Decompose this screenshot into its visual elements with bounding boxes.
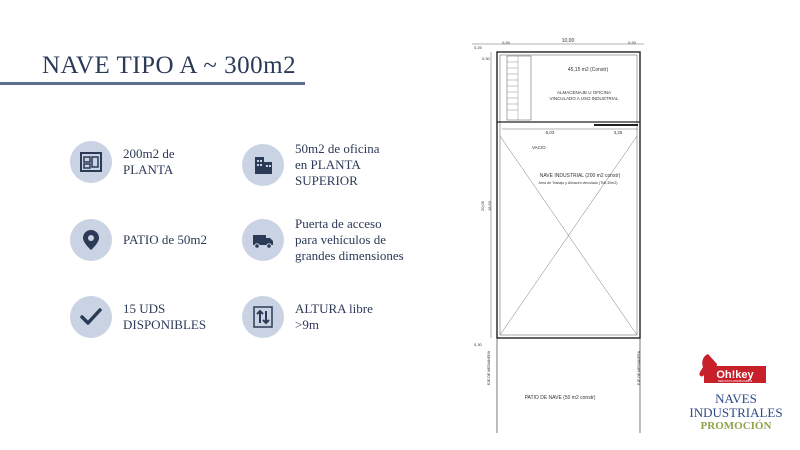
- feature-height: ALTURA libre >9m: [242, 296, 373, 338]
- feature-floor-text: 200m2 de PLANTA: [123, 146, 175, 177]
- dim-025-label: 0,25: [474, 45, 483, 50]
- medianera-left-label: EJE DE MEDIANERA: [487, 350, 491, 385]
- dim-side-2-label: 18,60: [487, 200, 492, 211]
- ohkey-logo: Oh!key SERVICIOS INMOBILIARIOS: [699, 354, 766, 383]
- page-title: NAVE TIPO A ~ 300m2: [42, 52, 297, 79]
- office-use-line2: VINCULADO A USO INDUSTRIAL: [549, 96, 619, 101]
- logo-hand-mark: [699, 354, 717, 377]
- office-use-line1: ALMACENAJE U OFICINA: [557, 90, 611, 95]
- title-underline: [0, 82, 305, 85]
- dim-tl-label: 0,30: [502, 40, 511, 45]
- dim-603-label: 6,03: [546, 130, 555, 135]
- feature-floor: 200m2 de PLANTA: [70, 141, 175, 183]
- nave-sublabel: Area de Trabajo y Almacen vinculado (TMI…: [539, 181, 618, 185]
- medianera-right-label: EJE DE MEDIANERA: [637, 350, 641, 385]
- staircase: [506, 55, 532, 121]
- building-inner-outline: [499, 54, 638, 336]
- feature-access-text: Puerta de acceso para vehículos de grand…: [295, 216, 404, 263]
- feature-office: 50m2 de oficina en PLANTA SUPERIOR: [242, 141, 379, 189]
- dim-030-bottom-label: 0,30: [474, 342, 483, 347]
- location-pin-icon: [70, 219, 112, 261]
- dim-tr-label: 0,30: [628, 40, 637, 45]
- dim-030-left-label: 0,30: [482, 56, 491, 61]
- stair-steps: [507, 56, 519, 120]
- dim-side-1-label: 20,05: [480, 200, 485, 211]
- brand-line1: NAVES: [715, 391, 757, 406]
- feature-access: Puerta de acceso para vehículos de grand…: [242, 216, 404, 264]
- feature-height-text: ALTURA libre >9m: [295, 301, 373, 332]
- feature-patio: PATIO de 50m2: [70, 219, 207, 261]
- office-area-label: 45,15 m2 (Constr): [568, 67, 609, 73]
- vacio-label: VACIO: [532, 145, 546, 150]
- nave-label: NAVE INDUSTRIAL (200 m2 constr): [540, 173, 621, 179]
- truck-icon: [242, 219, 284, 261]
- dim-325-label: 3,25: [614, 130, 623, 135]
- brand-line2: INDUSTRIALES: [689, 405, 783, 420]
- floor-plan-icon: [70, 141, 112, 183]
- logo-subtext: SERVICIOS INMOBILIARIOS: [718, 379, 753, 383]
- checkmark-icon: [70, 296, 112, 338]
- height-arrows-icon: [242, 296, 284, 338]
- nave-diagonal-2: [499, 135, 638, 336]
- dim-top-label: 10,00: [562, 38, 575, 44]
- logo-text: Oh!key: [716, 369, 754, 381]
- building-outline: [496, 51, 641, 339]
- patio-label: PATIO DE NAVE (50 m2 constr): [525, 395, 596, 401]
- office-building-icon: [242, 144, 284, 186]
- feature-units-text: 15 UDS DISPONIBLES: [123, 301, 207, 332]
- feature-patio-text: PATIO de 50m2: [123, 232, 208, 247]
- brand-line3: PROMOCIÓN: [700, 420, 772, 432]
- logo-banner: [704, 366, 766, 383]
- feature-units: 15 UDS DISPONIBLES: [70, 296, 206, 338]
- floor-plan-drawing: 10,00 0,30 0,30 0,25 0,30 45,15 m2 (Cons…: [472, 38, 644, 433]
- feature-office-text: 50m2 de oficina en PLANTA SUPERIOR: [295, 141, 380, 188]
